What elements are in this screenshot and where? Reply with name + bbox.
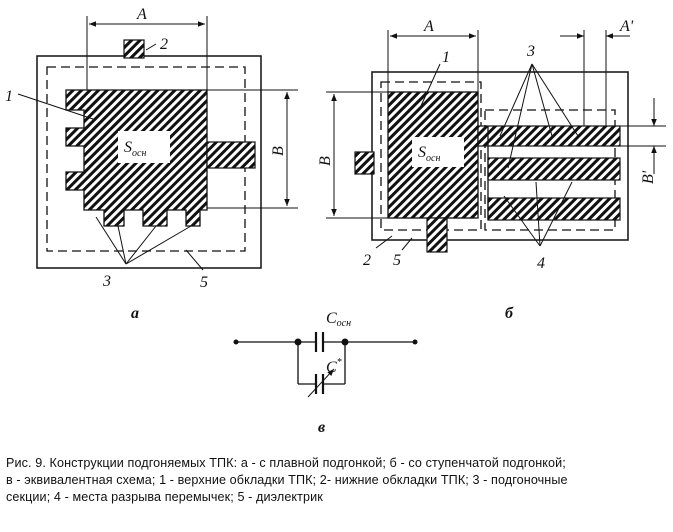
bottom-plate-tab (123, 39, 145, 59)
callout-5-b: 5 (393, 252, 401, 269)
panel-b: Sосн A A' B B' 1 3 4 (317, 18, 666, 322)
dimension-a-label-b: A (423, 18, 434, 35)
dimension-b-label-b: B (317, 156, 334, 166)
area-label-b: Sосн (418, 144, 440, 164)
dimension-b-label: B (270, 146, 287, 156)
area-label-bg-b (412, 137, 464, 167)
cap-trim-label: C* (326, 357, 342, 376)
dimension-a-label: A (136, 6, 147, 23)
figure-caption: Рис. 9. Конструкции подгоняемых ТПК: а -… (6, 455, 668, 506)
top-plate-tab (206, 141, 256, 169)
variable-arrow (307, 368, 335, 398)
top-plate-tab-b (426, 217, 448, 253)
callout-3: 3 (102, 273, 111, 290)
terminal-right (412, 339, 418, 345)
callout-3-b: 3 (526, 43, 535, 60)
callout-1-b: 1 (442, 49, 450, 66)
panel-v: Cосн C* в (233, 310, 418, 436)
caption-line-3: секции; 4 - места разрыва перемычек; 5 -… (6, 490, 323, 504)
cap-main-label: Cосн (326, 310, 351, 329)
trim-section-1 (477, 125, 621, 147)
bottom-plate-outline (46, 66, 246, 252)
caption-line-2: в - эквивалентная схема; 1 - верхние обк… (6, 473, 568, 487)
callout-1: 1 (5, 88, 13, 105)
bottom-plate-tab-b (354, 151, 375, 175)
panel-a: Sосн A B 1 2 3 5 а (5, 6, 298, 322)
dimension-a-prime-label: A' (619, 18, 634, 35)
area-label-bg (118, 131, 170, 163)
dimension-b-prime-label: B' (640, 170, 657, 184)
callout-2-b: 2 (363, 252, 371, 269)
trim-section-2 (487, 157, 621, 181)
panel-letter-v: в (318, 419, 325, 436)
area-label: Sосн (124, 139, 146, 159)
callout-5: 5 (200, 274, 208, 291)
callout-4-b: 4 (537, 255, 545, 272)
callout-2: 2 (160, 36, 168, 53)
panel-letter-b: б (505, 305, 514, 322)
caption-line-1: Рис. 9. Конструкции подгоняемых ТПК: а -… (6, 456, 566, 470)
panel-letter-a: а (131, 305, 139, 322)
dielectric-outline (36, 55, 262, 269)
